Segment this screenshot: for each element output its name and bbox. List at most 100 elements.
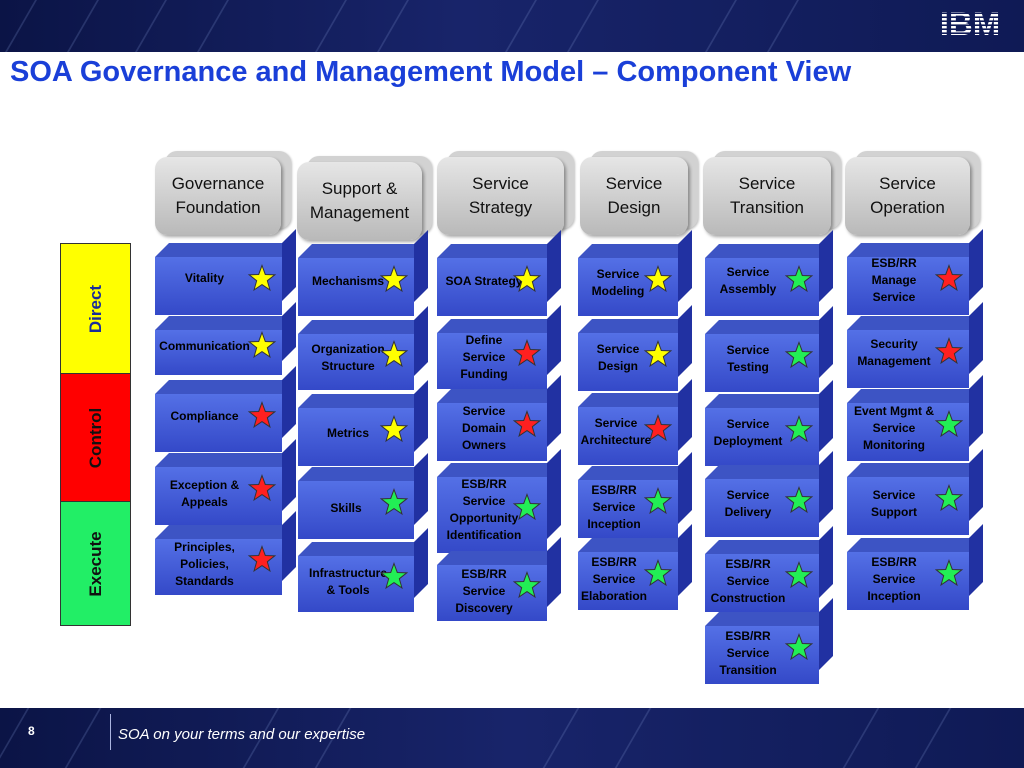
- component-label: Service Support: [871, 488, 917, 519]
- box-top-face: [705, 465, 833, 479]
- green-star-icon: [512, 493, 542, 521]
- box-top-face: [298, 467, 428, 481]
- page-number: 8: [28, 724, 35, 738]
- box-front-face: Service Delivery: [705, 479, 819, 537]
- phase-label-control: Control: [85, 407, 105, 468]
- component-label: Service Assembly: [719, 265, 777, 296]
- yellow-star-icon: [512, 265, 542, 293]
- star-shape: [512, 339, 542, 367]
- component-box-esb-rr-manage-service: ESB/RR Manage Service: [847, 229, 983, 315]
- star-shape: [643, 559, 673, 587]
- box-side-face: [678, 305, 692, 377]
- box-side-face: [414, 306, 428, 376]
- star-shape: [247, 474, 277, 502]
- box-top-face: [705, 244, 833, 258]
- component-box-service-assembly: Service Assembly: [705, 230, 833, 316]
- yellow-star-icon: [379, 415, 409, 443]
- box-top-face: [155, 380, 296, 394]
- component-label: Vitality: [184, 270, 225, 285]
- box-side-face: [282, 366, 296, 438]
- box-front-face: Service Assembly: [705, 258, 819, 316]
- red-star-icon: [643, 414, 673, 442]
- component-label: ESB/RR Service Discovery: [455, 566, 513, 615]
- box-front-face: SOA Strategy: [437, 258, 547, 316]
- box-front-face: Vitality: [155, 257, 282, 315]
- box-top-face: [155, 243, 296, 257]
- box-side-face: [414, 528, 428, 598]
- box-top-face: [298, 542, 428, 556]
- phase-direct: Direct: [61, 244, 130, 374]
- box-side-face: [678, 379, 692, 451]
- star-shape: [934, 337, 964, 365]
- star-shape: [784, 265, 814, 293]
- star-shape: [784, 633, 814, 661]
- column-header-label: Support & Management: [297, 162, 422, 240]
- star-shape: [934, 484, 964, 512]
- component-label: Define Service Funding: [460, 332, 508, 381]
- red-star-icon: [247, 545, 277, 573]
- box-front-face: Exception & Appeals: [155, 467, 282, 525]
- box-side-face: [819, 526, 833, 598]
- green-star-icon: [643, 487, 673, 515]
- footer-tagline: SOA on your terms and our expertise: [118, 726, 366, 743]
- component-box-service-delivery: Service Delivery: [705, 451, 833, 537]
- box-side-face: [969, 302, 983, 374]
- box-side-face: [678, 524, 692, 596]
- red-star-icon: [512, 410, 542, 438]
- star-shape: [247, 401, 277, 429]
- ibm-logo: IBM: [940, 6, 1001, 40]
- column-header-label: Service Strategy: [437, 157, 564, 235]
- component-label: Mechanisms: [311, 273, 385, 288]
- phase-execute: Execute: [61, 502, 130, 625]
- box-front-face: ESB/RR Service Opportunity Identificatio…: [437, 477, 547, 553]
- box-top-face: [705, 394, 833, 408]
- column-header-1: Support & Management: [297, 156, 432, 240]
- box-top-face: [298, 394, 428, 408]
- green-star-icon: [934, 410, 964, 438]
- component-box-soa-strategy: SOA Strategy: [437, 230, 561, 316]
- component-box-service-design: Service Design: [578, 305, 692, 391]
- box-top-face: [847, 389, 983, 403]
- banner-decoration: [0, 708, 102, 768]
- box-front-face: ESB/RR Service Transition: [705, 626, 819, 684]
- component-box-esb-rr-service-construction: ESB/RR Service Construction: [705, 526, 833, 612]
- box-top-face: [578, 319, 692, 333]
- component-label: Skills: [330, 500, 362, 515]
- component-box-esb-rr-service-elaboration: ESB/RR Service Elaboration: [578, 524, 692, 610]
- component-label: Security Management: [857, 337, 931, 368]
- column-header-3: Service Design: [580, 151, 698, 235]
- green-star-icon: [512, 571, 542, 599]
- box-side-face: [819, 598, 833, 670]
- green-star-icon: [379, 562, 409, 590]
- box-side-face: [282, 511, 296, 581]
- component-box-exception-appeals: Exception & Appeals: [155, 439, 296, 525]
- yellow-star-icon: [643, 340, 673, 368]
- component-box-esb-rr-service-transition: ESB/RR Service Transition: [705, 598, 833, 684]
- column-header-label: Service Operation: [845, 157, 970, 235]
- box-side-face: [819, 306, 833, 378]
- banner-decoration: [504, 0, 600, 52]
- component-box-service-modeling: Service Modeling: [578, 230, 692, 316]
- component-box-vitality: Vitality: [155, 229, 296, 315]
- yellow-star-icon: [247, 331, 277, 359]
- box-top-face: [705, 612, 833, 626]
- box-top-face: [578, 538, 692, 552]
- box-top-face: [578, 244, 692, 258]
- component-label: Service Modeling: [591, 267, 645, 298]
- star-shape: [379, 488, 409, 516]
- green-star-icon: [934, 559, 964, 587]
- component-label: ESB/RR Service Inception: [867, 554, 921, 603]
- box-front-face: Compliance: [155, 394, 282, 452]
- column-header-label: Service Design: [580, 157, 688, 235]
- star-shape: [934, 559, 964, 587]
- box-side-face: [678, 230, 692, 302]
- box-side-face: [547, 537, 561, 607]
- green-star-icon: [784, 265, 814, 293]
- column-header-5: Service Operation: [845, 151, 980, 235]
- component-box-esb-rr-service-discovery: ESB/RR Service Discovery: [437, 537, 561, 621]
- star-shape: [379, 340, 409, 368]
- component-label: Service Design: [596, 342, 640, 373]
- phase-label-execute: Execute: [85, 530, 105, 597]
- green-star-icon: [784, 415, 814, 443]
- green-star-icon: [784, 561, 814, 589]
